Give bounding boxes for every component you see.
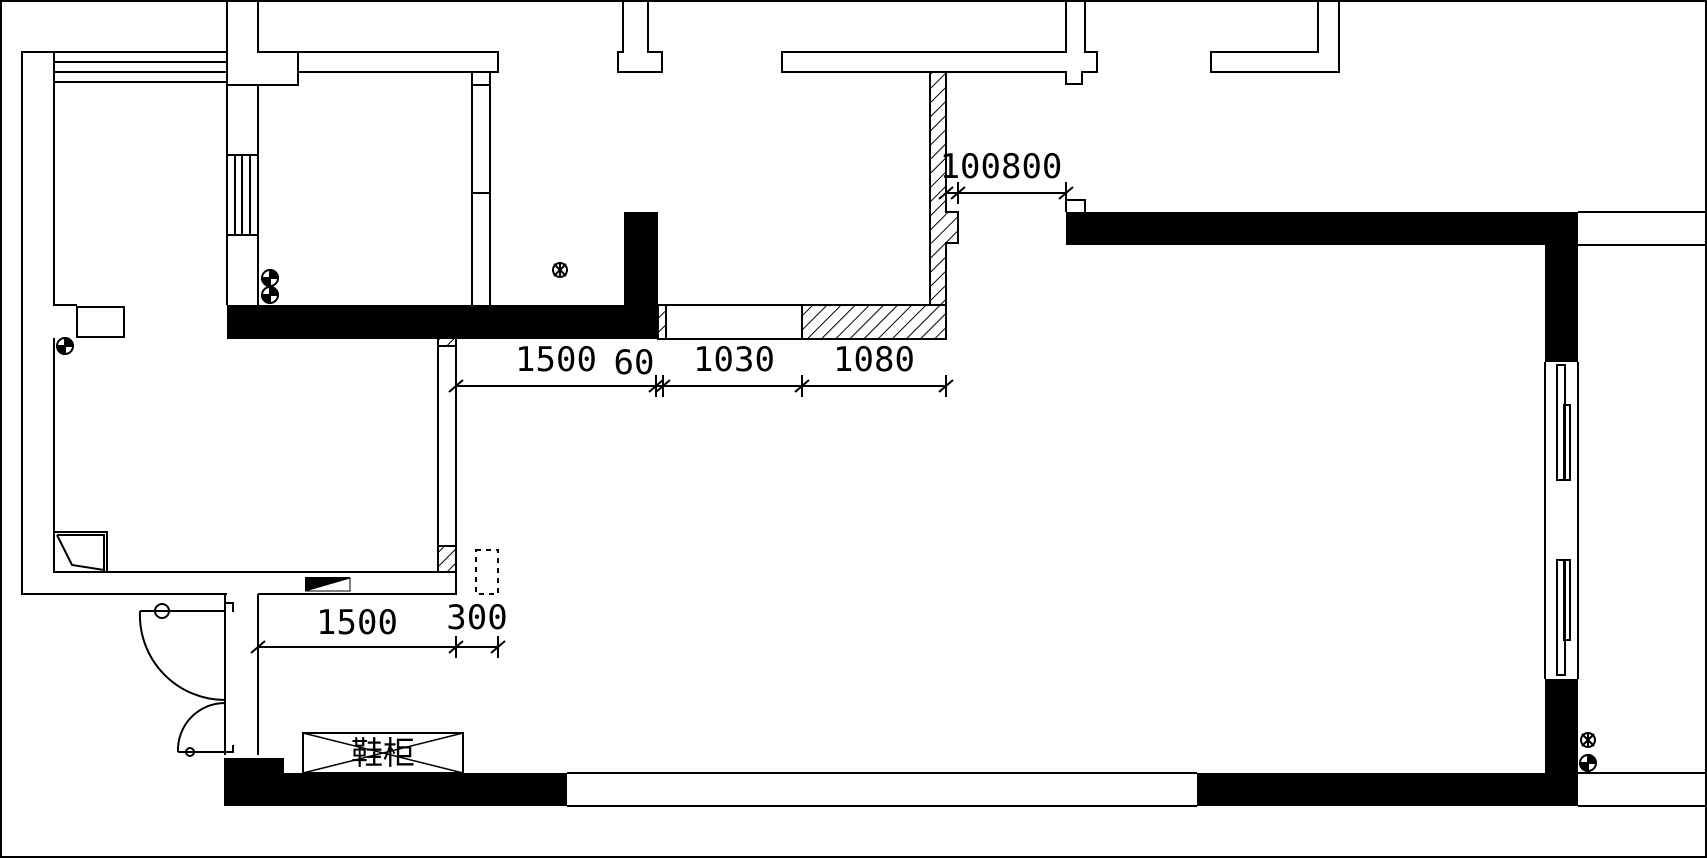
- socket-icon: [55, 336, 75, 356]
- dim-top-2: 60: [614, 343, 655, 383]
- dim-top-4: 1080: [833, 340, 915, 380]
- shoe-cabinet: 鞋柜: [302, 732, 464, 774]
- socket-symbols: [55, 262, 1598, 773]
- top-wall-stubs: [617, 1, 1340, 85]
- socket-icon: [260, 285, 280, 305]
- dimension-labels: 1500 60 1030 1080 100800 1500 300: [316, 147, 1062, 643]
- dim-upper-right: 100800: [940, 147, 1063, 187]
- dim-lower-2: 300: [446, 598, 507, 638]
- socket-icon: [552, 262, 568, 278]
- shoe-cabinet-label: 鞋柜: [351, 734, 415, 772]
- wall-marker: [304, 577, 351, 592]
- socket-icon: [1580, 732, 1596, 748]
- left-wing-walls: [21, 1, 499, 755]
- socket-icon: [1578, 753, 1598, 773]
- right-wall-details: [567, 199, 1707, 807]
- solid-walls: [224, 212, 1578, 806]
- hatched-walls: [437, 71, 959, 573]
- socket-icon: [260, 268, 280, 288]
- dim-lower-1: 1500: [316, 603, 398, 643]
- dim-top-1: 1500: [515, 340, 597, 380]
- dim-top-3: 1030: [693, 340, 775, 380]
- entrance-doors: [138, 602, 234, 757]
- dimension-lines: [250, 182, 1074, 658]
